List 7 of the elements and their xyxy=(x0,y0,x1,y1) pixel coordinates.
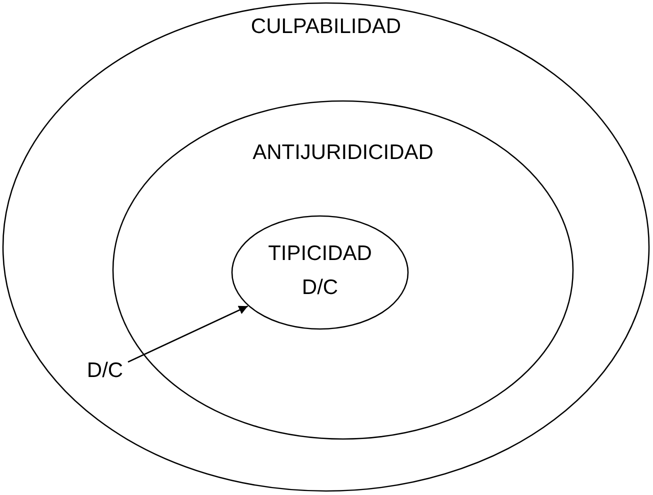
arrow xyxy=(128,306,248,363)
term-label: D/C xyxy=(86,358,124,384)
inner-ellipse xyxy=(231,215,409,330)
term-label: TIPICIDAD xyxy=(268,241,372,267)
term-label: ANTIJURIDICIDAD xyxy=(252,140,434,166)
term-label: D/C xyxy=(302,275,338,301)
term-label: CULPABILIDAD xyxy=(250,14,402,40)
